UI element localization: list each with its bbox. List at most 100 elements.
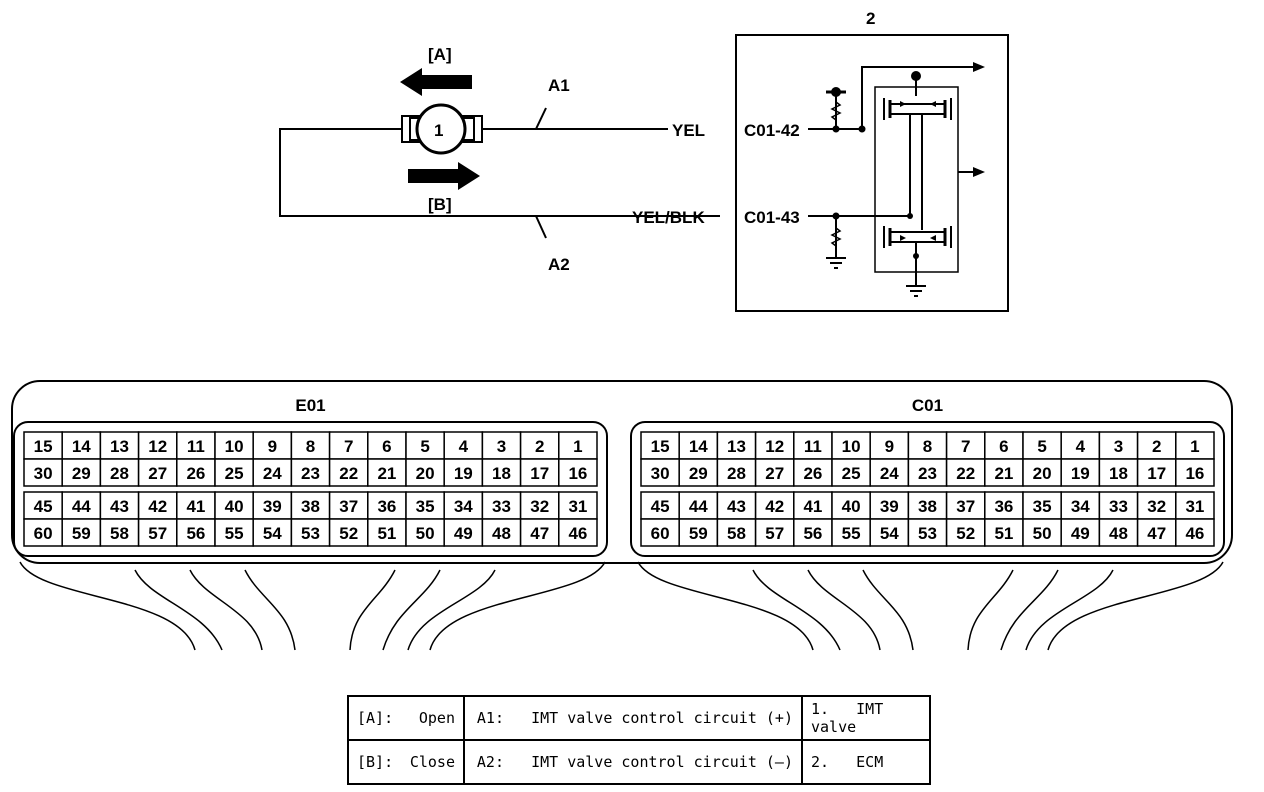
- pin-number: 60: [34, 524, 53, 543]
- pin-cell: [443, 431, 484, 460]
- pin-number: 1: [573, 437, 582, 456]
- pin-number: 23: [918, 464, 937, 483]
- pin-number: 5: [1037, 437, 1046, 456]
- pin-cell: [252, 431, 293, 460]
- pin-number: 8: [306, 437, 315, 456]
- ecm-number: 2: [866, 9, 875, 28]
- pin-number: 41: [186, 497, 205, 516]
- wire-a1-label: A1: [548, 76, 570, 95]
- wire-color-a1: YEL: [672, 121, 705, 140]
- pin-cell: [558, 491, 598, 520]
- pin-number: 25: [225, 464, 244, 483]
- pin-cell: [1098, 458, 1139, 487]
- pin-number: 10: [225, 437, 244, 456]
- pin-number: 45: [34, 497, 53, 516]
- pin-number: 9: [885, 437, 894, 456]
- pin-cell: [23, 458, 63, 487]
- valve-circuit: [279, 103, 720, 239]
- pin-number: 5: [420, 437, 429, 456]
- pin-number: 7: [344, 437, 353, 456]
- pin-number: 14: [689, 437, 708, 456]
- pin-number: 56: [803, 524, 822, 543]
- pin-number: 17: [530, 464, 549, 483]
- pin-cell: [678, 491, 719, 520]
- close-arrow-icon: [408, 162, 480, 190]
- pin-number: 19: [1071, 464, 1090, 483]
- pin-number: 21: [377, 464, 396, 483]
- pin-number: 39: [263, 497, 282, 516]
- pin-number: 24: [263, 464, 282, 483]
- pin-cell: [328, 518, 369, 547]
- pin-number: 57: [765, 524, 784, 543]
- legend-row: [B]: Close A2: IMT valve control circuit…: [347, 739, 931, 785]
- pin-number: 43: [110, 497, 129, 516]
- terminal-a1: C01-42: [744, 121, 800, 140]
- terminal-a2: C01-43: [744, 208, 800, 227]
- pin-number: 7: [961, 437, 970, 456]
- pin-number: 52: [956, 524, 975, 543]
- pin-cell: [443, 518, 484, 547]
- pin-number: 22: [339, 464, 358, 483]
- pin-number: 46: [1185, 524, 1204, 543]
- pin-number: 28: [727, 464, 746, 483]
- pin-number: 12: [148, 437, 167, 456]
- pin-number: 21: [994, 464, 1013, 483]
- connector-name: E01: [295, 396, 325, 415]
- connector-outline: [13, 421, 608, 557]
- pin-number: 38: [301, 497, 320, 516]
- pin-cell: [290, 491, 331, 520]
- pin-number: 44: [689, 497, 708, 516]
- pin-number: 4: [459, 437, 469, 456]
- feedback-arrow-icon: [973, 167, 985, 177]
- pin-number: 11: [187, 437, 205, 456]
- wire-color-a2: YEL/BLK: [632, 208, 705, 227]
- pin-number: 33: [1109, 497, 1128, 516]
- legend-num: 1.: [811, 700, 830, 718]
- pin-number: 49: [1071, 524, 1090, 543]
- pin-number: 55: [842, 524, 861, 543]
- pin-cell: [754, 458, 795, 487]
- pin-number: 42: [765, 497, 784, 516]
- pin-number: 32: [530, 497, 549, 516]
- pin-number: 48: [492, 524, 511, 543]
- pin-cell: [1175, 431, 1215, 460]
- legend-code: A1:: [476, 709, 504, 727]
- pin-cell: [984, 518, 1024, 547]
- pin-number: 39: [880, 497, 899, 516]
- pin-number: 19: [454, 464, 473, 483]
- valve-number: 1: [434, 121, 443, 140]
- ecm-nodes: [831, 62, 985, 259]
- pin-number: 3: [497, 437, 506, 456]
- harness-wires: [19, 561, 1224, 651]
- pin-cell: [214, 458, 254, 487]
- pin-number: 53: [301, 524, 320, 543]
- pin-cell: [23, 491, 63, 520]
- pin-number: 44: [72, 497, 91, 516]
- pin-cell: [558, 518, 598, 547]
- pin-cell: [1022, 518, 1062, 547]
- pin-cell: [214, 491, 254, 520]
- wire-a2-label: A2: [548, 255, 570, 274]
- pin-cell: [907, 431, 948, 460]
- pin-number: 35: [1033, 497, 1052, 516]
- pin-number: 26: [803, 464, 822, 483]
- pin-cell: [367, 458, 407, 487]
- pin-number: 59: [689, 524, 708, 543]
- pin-number: 23: [301, 464, 320, 483]
- pin-cell: [23, 518, 63, 547]
- pin-number: 16: [1185, 464, 1204, 483]
- pin-cell: [23, 431, 63, 460]
- pin-number: 37: [339, 497, 358, 516]
- pin-cell: [61, 518, 102, 547]
- pin-number: 29: [72, 464, 91, 483]
- pin-cell: [1136, 431, 1177, 460]
- pin-number: 2: [1152, 437, 1161, 456]
- pin-cell: [869, 518, 910, 547]
- pin-cell: [61, 431, 102, 460]
- pin-number: 45: [651, 497, 670, 516]
- pin-cell: [1060, 431, 1101, 460]
- pin-number: 47: [530, 524, 549, 543]
- pin-number: 30: [651, 464, 670, 483]
- pin-number: 56: [186, 524, 205, 543]
